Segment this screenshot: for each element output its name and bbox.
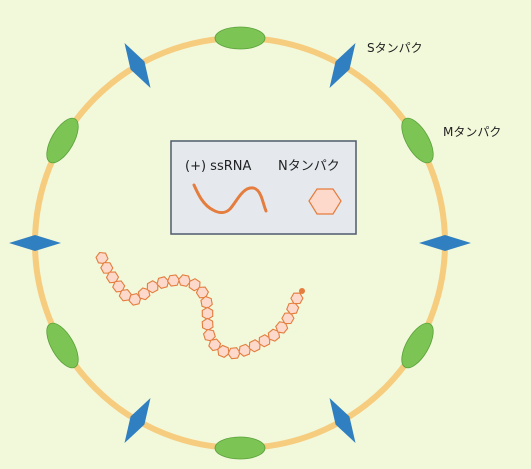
n-protein-legend-icon [308,188,342,215]
s-protein-3 [329,397,356,444]
m-protein-1 [214,26,266,50]
s-protein-group [9,42,471,444]
s-protein-6 [124,42,151,89]
n-protein-hexagon [201,306,214,321]
m-protein-group [46,26,434,460]
m-protein-2 [401,117,434,164]
s-protein-label: Sタンパク [367,41,423,55]
s-protein-4 [124,397,151,444]
legend-rna-label: (+) ssRNA [185,159,251,174]
m-protein-label: Mタンパク [443,125,501,139]
s-protein-1 [329,42,356,89]
s-protein-5 [9,235,61,251]
s-protein-2 [419,235,471,251]
rna-nucleocapsid [95,251,305,360]
m-protein-4 [214,436,266,460]
legend-n-protein-label: Nタンパク [278,159,340,174]
m-protein-5 [46,322,79,369]
rna-legend-icon [192,183,268,214]
m-protein-6 [46,117,79,164]
rna-end-dot [299,288,305,294]
legend-background [170,140,357,235]
legend-box: (+) ssRNA Nタンパク [170,140,357,235]
m-protein-3 [401,322,434,369]
